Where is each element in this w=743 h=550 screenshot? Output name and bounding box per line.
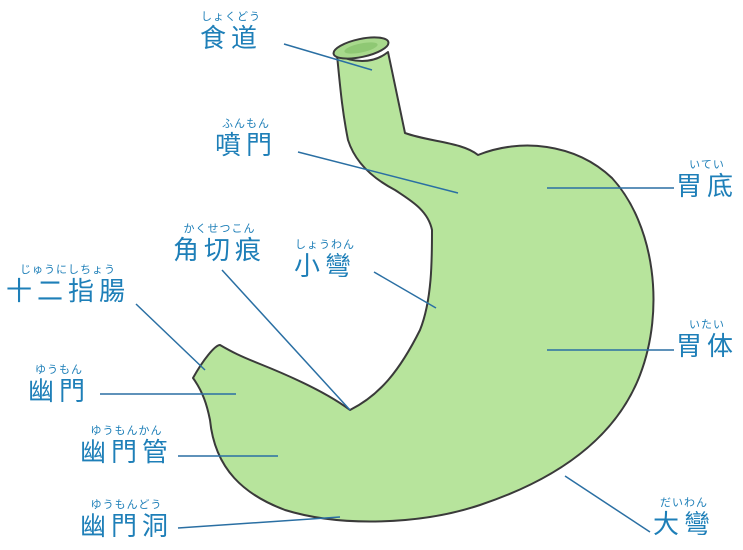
ruby-angular-incisure: かくせつこん bbox=[183, 222, 256, 235]
label-fundus: いてい 胃底 bbox=[676, 158, 738, 202]
text-duodenum: 十二指腸 bbox=[6, 277, 131, 307]
ruby-esophagus: しょくどう bbox=[201, 10, 261, 23]
text-greater-curvature: 大彎 bbox=[653, 510, 716, 540]
text-angular-incisure: 角切痕 bbox=[173, 236, 267, 266]
label-angular-incisure: かくせつこん 角切痕 bbox=[173, 222, 266, 266]
label-lesser-curvature: しょうわん 小彎 bbox=[294, 238, 356, 282]
ruby-lesser-curvature: しょうわん bbox=[295, 238, 355, 251]
ruby-cardia: ふんもん bbox=[222, 117, 270, 130]
ruby-body: いたい bbox=[689, 318, 725, 331]
leader-pyloric-antrum bbox=[177, 516, 341, 529]
text-lesser-curvature: 小彎 bbox=[294, 252, 357, 282]
leader-angular-incisure bbox=[221, 269, 351, 411]
ruby-pylorus: ゆうもん bbox=[35, 363, 83, 376]
leader-lesser-curvature bbox=[373, 271, 437, 309]
label-pyloric-antrum: ゆうもんどう 幽門洞 bbox=[80, 498, 173, 542]
label-body: いたい 胃体 bbox=[676, 318, 738, 362]
leader-duodenum bbox=[135, 303, 206, 371]
text-esophagus: 食道 bbox=[200, 24, 263, 54]
text-pyloric-canal: 幽門管 bbox=[80, 438, 174, 468]
label-pyloric-canal: ゆうもんかん 幽門管 bbox=[80, 424, 173, 468]
ruby-pyloric-canal: ゆうもんかん bbox=[90, 424, 163, 437]
text-fundus: 胃底 bbox=[676, 172, 739, 202]
esophagus-lumen bbox=[344, 42, 378, 54]
label-duodenum: じゅうにしちょう 十二指腸 bbox=[6, 263, 130, 307]
ruby-fundus: いてい bbox=[689, 158, 725, 171]
ruby-pyloric-antrum: ゆうもんどう bbox=[90, 498, 163, 511]
ruby-greater-curvature: だいわん bbox=[660, 496, 708, 509]
stomach-shape bbox=[192, 51, 655, 523]
leader-esophagus bbox=[283, 43, 373, 71]
text-pylorus: 幽門 bbox=[28, 377, 91, 407]
label-greater-curvature: だいわん 大彎 bbox=[653, 496, 715, 540]
text-pyloric-antrum: 幽門洞 bbox=[80, 512, 174, 542]
ruby-duodenum: じゅうにしちょう bbox=[20, 263, 116, 276]
leader-cardia bbox=[297, 151, 459, 194]
text-body: 胃体 bbox=[676, 332, 739, 362]
leader-greater-curvature bbox=[564, 475, 651, 533]
label-cardia: ふんもん 噴門 bbox=[215, 117, 277, 161]
label-pylorus: ゆうもん 幽門 bbox=[28, 363, 90, 407]
text-cardia: 噴門 bbox=[215, 131, 278, 161]
label-esophagus: しょくどう 食道 bbox=[200, 10, 262, 54]
